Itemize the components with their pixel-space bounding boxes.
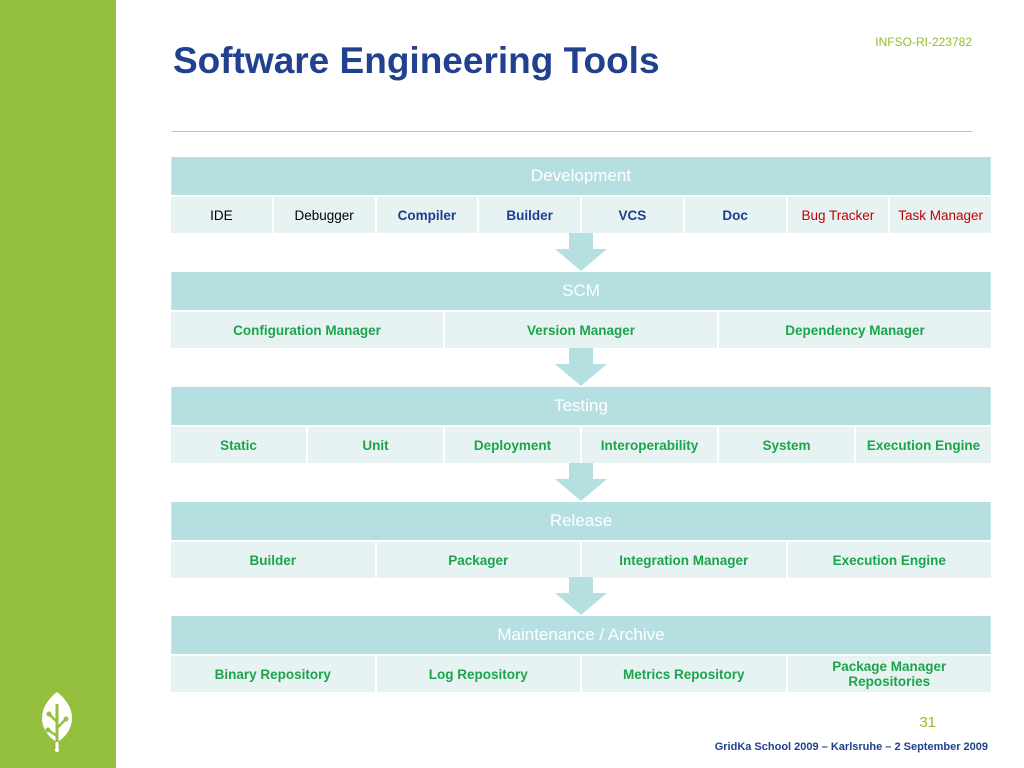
tool-item: IDE [171,197,274,233]
tool-item: Debugger [274,197,377,233]
sprout-tree-icon [42,692,72,752]
tool-item: Task Manager [898,207,984,223]
page-number: 31 [919,714,936,731]
tool-item: Builder [479,197,582,233]
tool-item: Static [171,427,308,463]
down-arrow-icon [555,233,607,271]
tool-item: Configuration Manager [171,312,445,348]
section-items-row: IDE Debugger Compiler Builder VCS Doc Bu… [171,195,991,233]
sidebar-band [0,0,116,768]
footer-text: GridKa School 2009 – Karlsruhe – 2 Septe… [714,741,988,753]
tool-item: Execution Engine [832,552,946,568]
tool-item: Doc [685,197,788,233]
section-header: Development [171,157,991,195]
tool-item: Unit [308,427,445,463]
section-release: Release Builder Packager Integration Man… [171,502,991,578]
down-arrow-icon [555,463,607,501]
section-header: Maintenance / Archive [171,616,991,654]
tool-item: Dependency Manager [785,322,925,338]
section-scm: SCM Configuration Manager Version Manage… [171,272,991,348]
tool-item: Deployment [445,427,582,463]
section-items-row: Binary Repository Log Repository Metrics… [171,654,991,692]
tool-item: Integration Manager [582,542,788,578]
project-reference: INFSO-RI-223782 [875,35,972,49]
tool-item: Metrics Repository [582,656,788,692]
tool-item: Builder [171,542,377,578]
tool-item: Execution Engine [866,437,981,453]
section-items-row: Static Unit Deployment Interoperability … [171,425,991,463]
tool-item: Compiler [377,197,480,233]
down-arrow-icon [555,577,607,615]
tool-item: Interoperability [582,427,719,463]
tool-item: VCS [582,197,685,233]
section-maintenance-archive: Maintenance / Archive Binary Repository … [171,616,991,692]
tool-item: System [719,427,856,463]
page-title: Software Engineering Tools [173,40,660,81]
section-header: SCM [171,272,991,310]
section-items-row: Configuration Manager Version Manager De… [171,310,991,348]
section-header: Release [171,502,991,540]
down-arrow-icon [555,348,607,386]
tool-item: Version Manager [445,312,719,348]
tool-item: Log Repository [377,656,582,692]
tool-item: Bug Tracker [788,197,891,233]
section-items-row: Builder Packager Integration Manager Exe… [171,540,991,578]
tool-item: Binary Repository [171,656,377,692]
title-divider [172,131,972,132]
section-header: Testing [171,387,991,425]
tool-item: Packager [377,542,582,578]
tool-item: Package Manager Repositories [832,659,947,689]
section-development: Development IDE Debugger Compiler Builde… [171,157,991,233]
section-testing: Testing Static Unit Deployment Interoper… [171,387,991,463]
